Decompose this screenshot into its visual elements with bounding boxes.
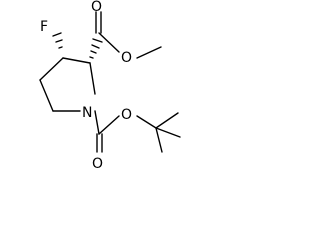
ester-carbonyl-oxygen-label: O bbox=[91, 0, 102, 15]
bond-c4-c5 bbox=[39, 79, 54, 112]
nitrogen-label: N bbox=[82, 105, 92, 121]
bond-tbutyl-me2 bbox=[155, 127, 181, 138]
bond-tbutyl-me3 bbox=[155, 127, 163, 153]
bond-n-carbamate bbox=[94, 110, 100, 135]
bond-carbamate-c-o bbox=[98, 115, 120, 135]
bond-c3-c4 bbox=[39, 57, 64, 81]
bond-c2-c3 bbox=[62, 57, 91, 64]
bond-n-c2 bbox=[89, 62, 96, 95]
bond-o-tbutyl bbox=[136, 115, 157, 129]
hashed-wedge-c2-ester bbox=[89, 38, 103, 59]
carbamate-carbonyl-oxygen-label: O bbox=[92, 156, 103, 172]
bond-tbutyl-me1 bbox=[155, 112, 179, 129]
hashed-wedge-c3-f bbox=[52, 32, 63, 49]
bond-ester-c-o bbox=[98, 32, 120, 53]
carbamate-oxygen-label: O bbox=[121, 107, 132, 123]
molecule-structure: F N O O O O bbox=[39, 0, 181, 172]
ester-oxygen-label: O bbox=[121, 50, 132, 66]
fluorine-label: F bbox=[40, 19, 48, 35]
bond-ester-o-methyl bbox=[136, 46, 162, 59]
